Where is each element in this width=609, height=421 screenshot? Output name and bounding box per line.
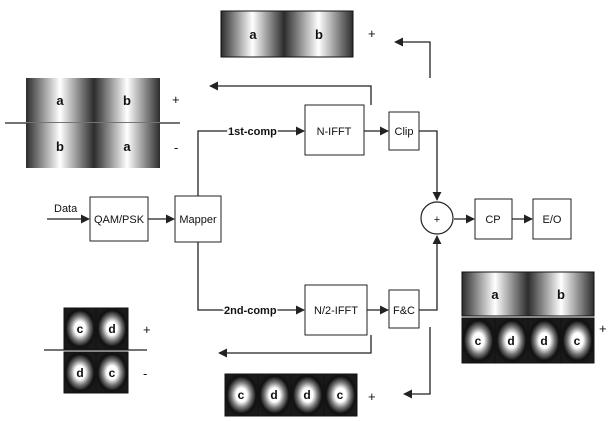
data-label: Data (54, 203, 78, 215)
tile-b-label: b (315, 27, 323, 42)
fc-label: F&C (393, 305, 415, 317)
tile-d-label: d (270, 388, 277, 402)
tile-d-label: d (540, 334, 547, 348)
n-ifft-label: N-IFFT (317, 126, 352, 138)
bottom-left-plus-sign: + (143, 322, 151, 337)
first-comp-arrow (197, 126, 305, 196)
clip-output-arrow (394, 37, 431, 78)
tile-b-label: b (557, 287, 565, 302)
tile-d-label: d (108, 322, 115, 336)
n2-ifft-label: N/2-IFFT (314, 305, 358, 317)
bottom-left-pattern-grid: c d d c (63, 307, 129, 394)
n-ifft-block: N-IFFT (304, 104, 365, 156)
left-pattern-grid: a b b a (26, 78, 160, 168)
bottom-left-minus-sign: - (143, 366, 147, 381)
fc-output-arrow (403, 327, 431, 399)
bottom-pattern-row: c d d c (224, 373, 358, 417)
second-comp-label: 2nd-comp (224, 305, 277, 317)
tile-c-label: c (77, 322, 84, 336)
fc-to-adder-arrow (419, 235, 442, 311)
tile-c-label: c (238, 388, 245, 402)
tile-a-label: a (249, 27, 257, 42)
second-comp-arrow (197, 242, 305, 315)
n2-ifft-block: N/2-IFFT (304, 284, 368, 336)
tile-d-label: d (76, 366, 83, 380)
mapper-block: Mapper (174, 195, 222, 243)
tile-d-label: d (507, 334, 514, 348)
tile-b-label: b (56, 139, 64, 154)
bottom-row-plus-sign: + (368, 389, 376, 404)
eo-label: E/O (543, 214, 562, 226)
tile-a-label: a (491, 287, 499, 302)
n2ifft-feedback-arrow (218, 335, 372, 358)
clip-block: Clip (388, 111, 420, 151)
top-pattern-ab: a b (220, 10, 354, 58)
eo-block: E/O (532, 198, 572, 240)
signal-wires (5, 37, 533, 399)
clip-to-adder-arrow (419, 130, 442, 201)
right-combined-pattern: a b c d d c (461, 271, 595, 364)
adder-symbol: + (434, 214, 440, 226)
tile-b-label: b (123, 93, 131, 108)
tile-a-label: a (56, 93, 64, 108)
tile-c-label: c (337, 388, 344, 402)
top-pattern-plus-sign: + (368, 26, 376, 41)
first-comp-label: 1st-comp (228, 126, 277, 138)
tile-d-label: d (303, 388, 310, 402)
qam-psk-block: QAM/PSK (89, 196, 149, 242)
tile-a-label: a (123, 139, 131, 154)
adder-node: + (420, 201, 454, 235)
qam-psk-label: QAM/PSK (94, 214, 145, 226)
left-pattern-minus-sign: - (174, 140, 178, 155)
cp-label: CP (485, 214, 500, 226)
left-pattern-plus-sign: + (172, 92, 180, 107)
tile-c-label: c (574, 334, 581, 348)
right-pattern-plus-sign: + (599, 321, 607, 336)
tile-c-label: c (109, 366, 116, 380)
fc-block: F&C (388, 289, 420, 329)
cp-block: CP (474, 198, 513, 240)
mapper-label: Mapper (179, 214, 217, 226)
clip-label: Clip (395, 126, 414, 138)
nifft-feedback-arrow (209, 81, 372, 105)
tile-c-label: c (475, 334, 482, 348)
